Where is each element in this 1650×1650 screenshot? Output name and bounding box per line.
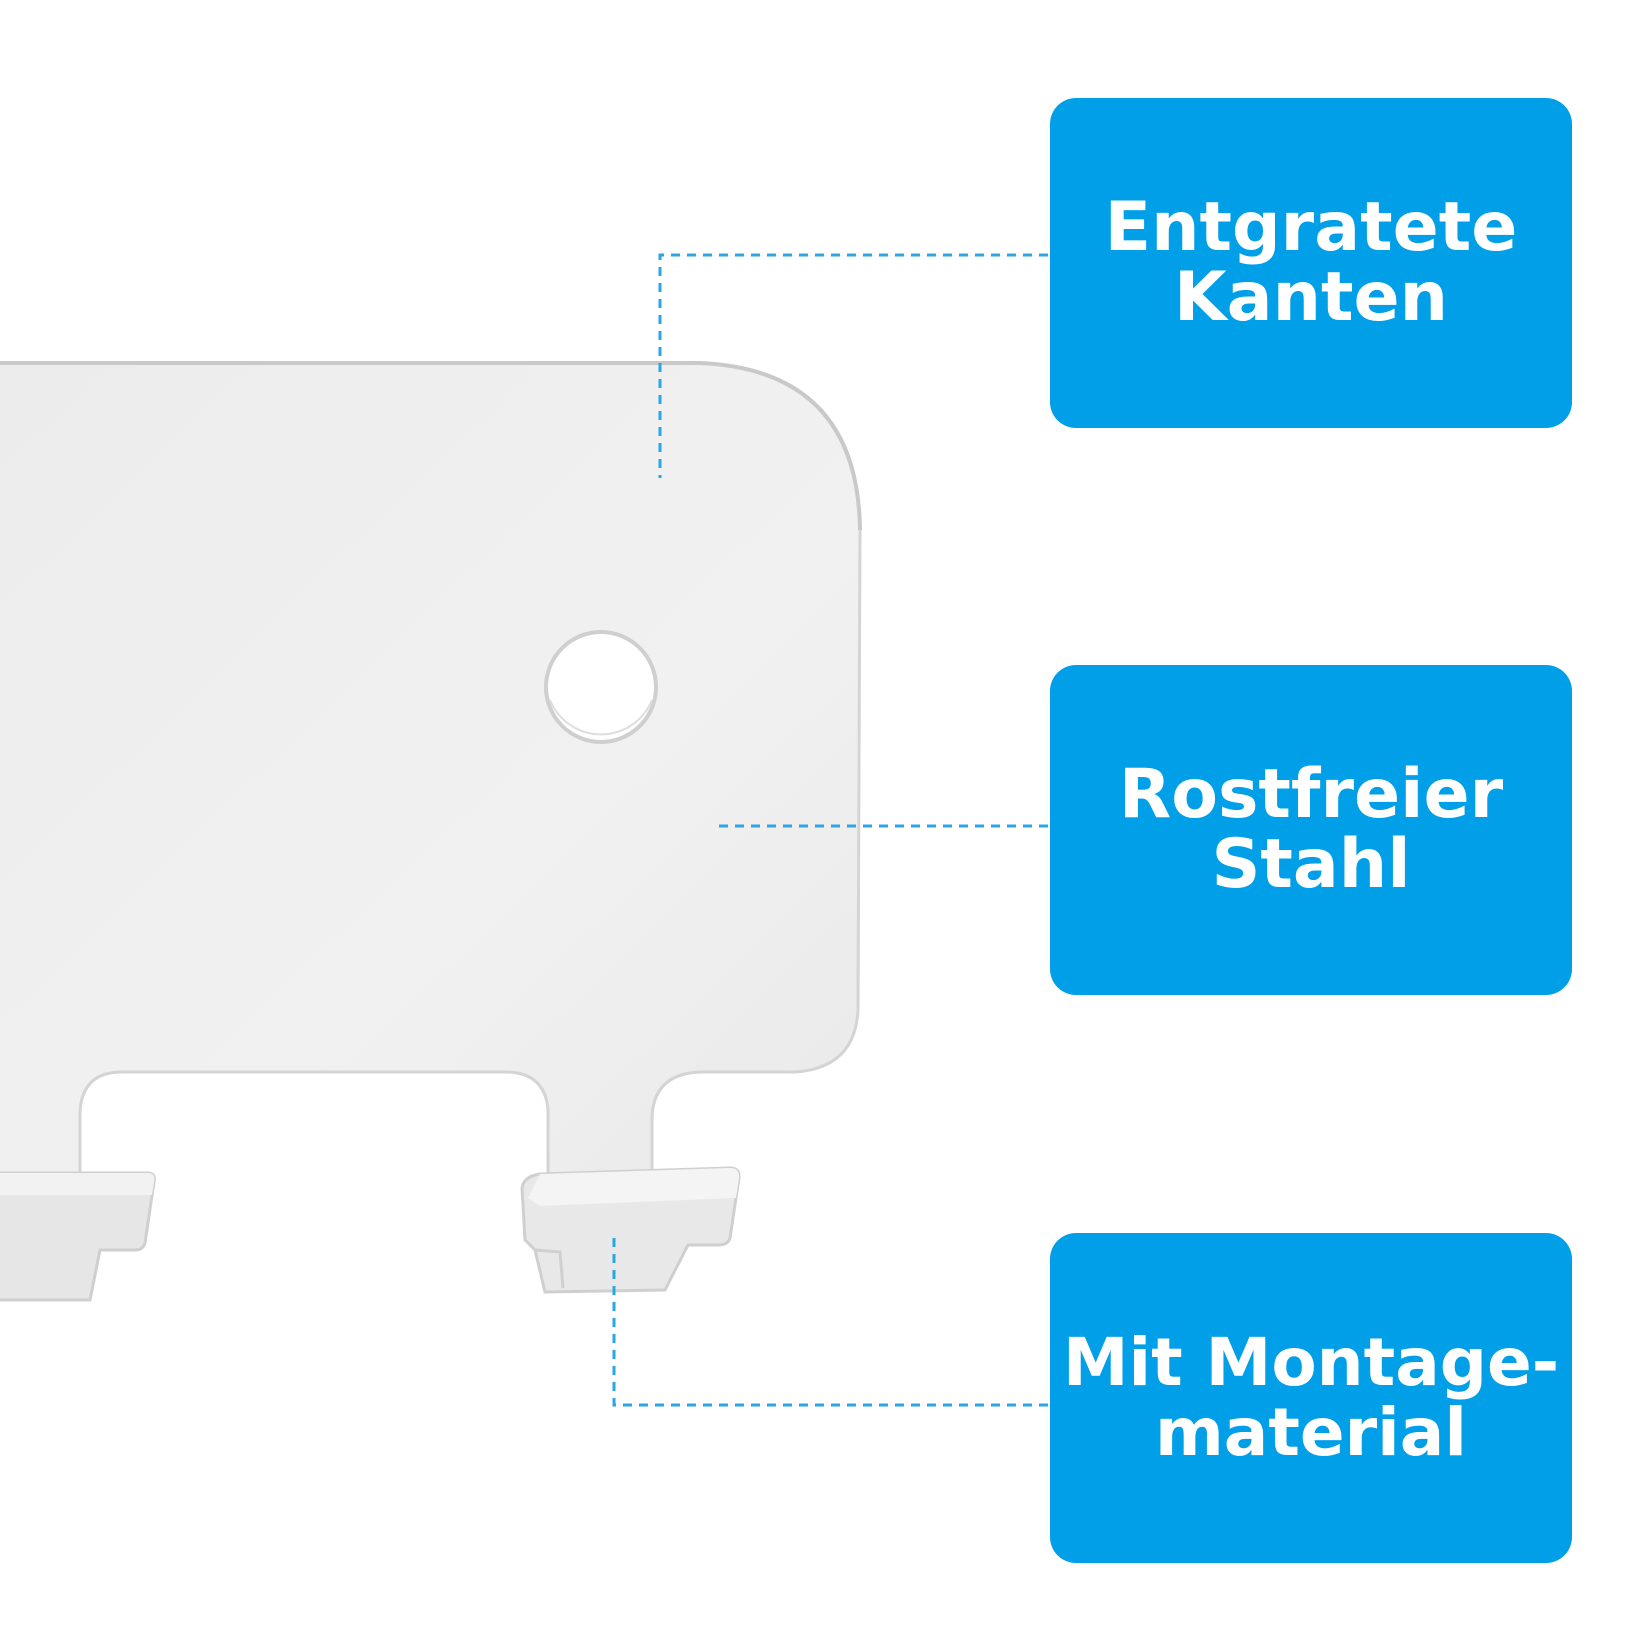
left-foot bbox=[0, 1171, 156, 1302]
feature-label: Entgratete Kanten bbox=[1104, 188, 1518, 337]
right-foot bbox=[520, 1166, 741, 1294]
feature-label: Mit Montage- material bbox=[1062, 1324, 1560, 1471]
leader-line-3 bbox=[612, 1236, 1048, 1407]
feature-box-stainless-steel: Rostfreier Stahl bbox=[1050, 665, 1572, 995]
feature-label: Rostfreier Stahl bbox=[1118, 755, 1504, 904]
bracket-plate bbox=[0, 361, 862, 1202]
feature-box-deburred-edges: Entgratete Kanten bbox=[1050, 98, 1572, 428]
feature-box-mounting-material: Mit Montage- material bbox=[1050, 1233, 1572, 1563]
leader-line-1 bbox=[658, 253, 1048, 478]
mounting-hole bbox=[544, 630, 658, 744]
